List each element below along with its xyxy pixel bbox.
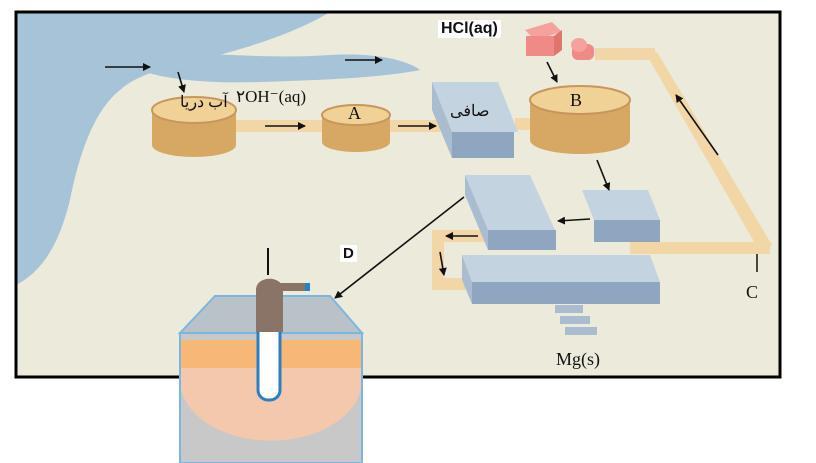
pipe-left-in (432, 278, 472, 290)
label-tank-b: B (570, 90, 583, 110)
processing-unit-main (465, 175, 556, 250)
pipe-top-return (595, 48, 655, 60)
label-tank-a: A (348, 103, 361, 123)
label-filter: صافی (450, 103, 490, 120)
processing-unit-right (582, 190, 660, 242)
electrode (256, 248, 310, 402)
label-stream-c: C (746, 282, 759, 302)
product-stairs (555, 305, 597, 335)
hcl-container (525, 22, 594, 60)
sea (16, 12, 330, 285)
diagram-frame (14, 10, 782, 379)
pipe-bottom-return (630, 242, 770, 254)
label-step-d: D (340, 245, 357, 262)
label-magnesium-product: Mg(s) (556, 349, 600, 369)
tank-a (321, 104, 391, 152)
pipe-left-down (432, 230, 444, 285)
label-hcl: HCl(aq) (438, 20, 501, 38)
label-sea-water: آب دریا (180, 94, 228, 111)
flow-arrows (105, 56, 719, 299)
filter-unit (432, 82, 518, 158)
label-hydroxide-reagent: ۲OH⁻(aq) (236, 87, 307, 106)
electrolysis-cell (462, 255, 660, 304)
sea-water-tank (151, 96, 237, 157)
tank-b (529, 85, 631, 154)
